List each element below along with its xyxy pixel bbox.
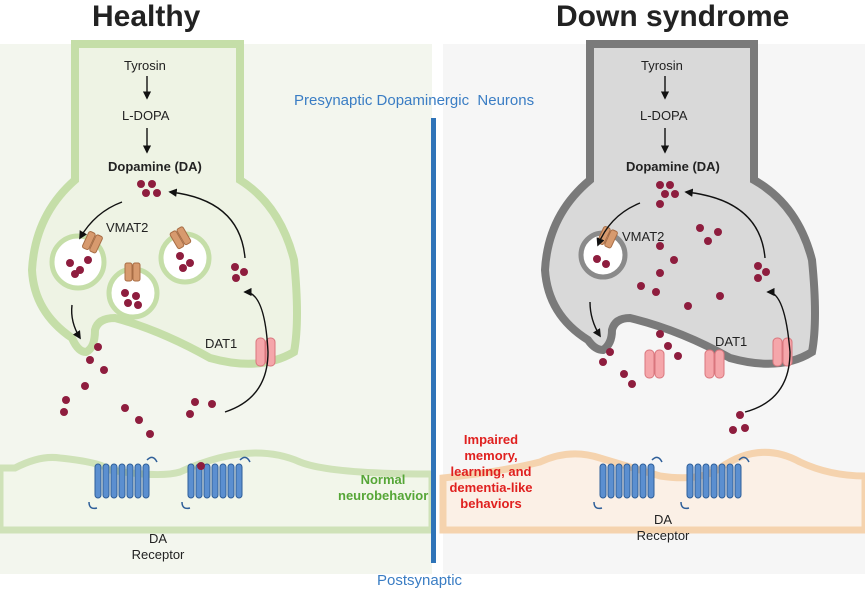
- impaired-behaviors-label: Impaired memory, learning, and dementia-…: [449, 432, 533, 511]
- healthy-dopamine-label: Dopamine (DA): [108, 159, 202, 174]
- healthy-tyrosin-label: Tyrosin: [124, 58, 166, 73]
- dat1-transporter: [704, 349, 725, 379]
- healthy-ldopa-label: L-DOPA: [122, 108, 170, 123]
- presynaptic-label: Presynaptic Dopaminergic Neurons: [294, 92, 535, 109]
- dat1-transporter: [644, 349, 665, 379]
- down-dopamine-molecules: [593, 181, 770, 434]
- down-dat1-label: DAT1: [715, 334, 748, 349]
- healthy-da-receptor-label: DA Receptor: [131, 531, 185, 562]
- down-arrows: [589, 76, 791, 413]
- panel-divider: [431, 118, 436, 563]
- down-presynaptic-terminal: [540, 40, 819, 368]
- down-tyrosin-label: Tyrosin: [641, 58, 683, 73]
- down-syndrome-title: Down syndrome: [556, 0, 790, 33]
- healthy-dat1-label: DAT1: [205, 336, 238, 351]
- postsynaptic-label: Postsynaptic: [377, 572, 463, 589]
- normal-neurobehavior-label: Normal neurobehavior: [338, 472, 429, 503]
- down-vmat2-label: VMAT2: [622, 229, 665, 244]
- down-ldopa-label: L-DOPA: [640, 108, 688, 123]
- down-dopamine-label: Dopamine (DA): [626, 159, 720, 174]
- healthy-vmat2-label: VMAT2: [106, 220, 149, 235]
- healthy-arrows: [70, 76, 269, 413]
- dat1-transporter: [255, 337, 276, 367]
- healthy-dopamine-molecules: [60, 180, 248, 470]
- vmat2-transporter: [124, 262, 141, 282]
- healthy-title: Healthy: [92, 0, 201, 33]
- down-da-receptor-label: DA Receptor: [636, 512, 690, 543]
- healthy-presynaptic-terminal: [27, 40, 301, 368]
